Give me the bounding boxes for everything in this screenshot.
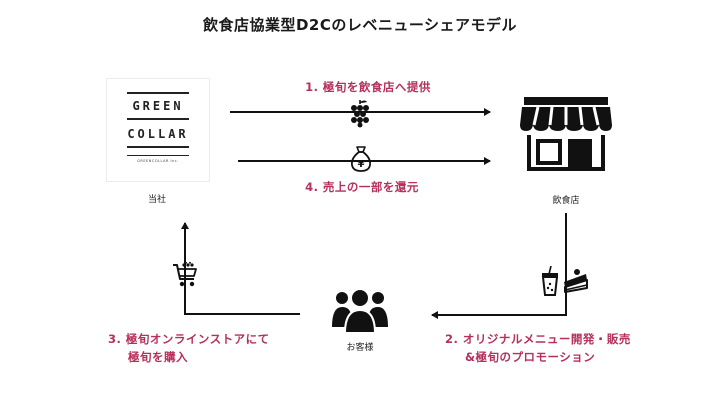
restaurant-label: 飲食店 (552, 196, 580, 206)
people-group-icon (332, 288, 388, 333)
money-bag-icon: ¥ (350, 146, 372, 172)
arrow-restaurant-to-customer (431, 213, 567, 319)
company-label: 当社 (147, 195, 166, 205)
cake-icon (564, 269, 588, 293)
step-3-label-line1: 3. 極旬オンラインストアにて (108, 332, 270, 346)
money-symbol: ¥ (358, 159, 365, 170)
grapes-icon (351, 100, 369, 128)
diagram-title: 飲食店協業型D2Cのレベニューシェアモデル (202, 16, 518, 34)
step-3-label-line2: 極旬を購入 (128, 350, 188, 364)
step-1-label: 1. 極旬を飲食店へ提供 (305, 80, 431, 94)
company-logo: GREEN COLLAR GREENCOLLAR Inc. (107, 79, 209, 181)
step-2-label-line1: 2. オリジナルメニュー開発・販売 (445, 332, 631, 346)
arrow-customer-to-company (181, 222, 300, 315)
customer-label: お客様 (346, 343, 374, 353)
step-2-label-line2: &極旬のプロモーション (465, 350, 596, 364)
shopping-cart-icon (173, 262, 197, 287)
logo-text-collar: COLLAR (127, 127, 189, 141)
logo-text-green: GREEN (132, 99, 184, 113)
logo-subtext: GREENCOLLAR Inc. (137, 159, 179, 163)
step-4-label: 4. 売上の一部を還元 (305, 180, 419, 194)
storefront-icon (520, 97, 612, 171)
drink-cup-icon (541, 266, 559, 296)
